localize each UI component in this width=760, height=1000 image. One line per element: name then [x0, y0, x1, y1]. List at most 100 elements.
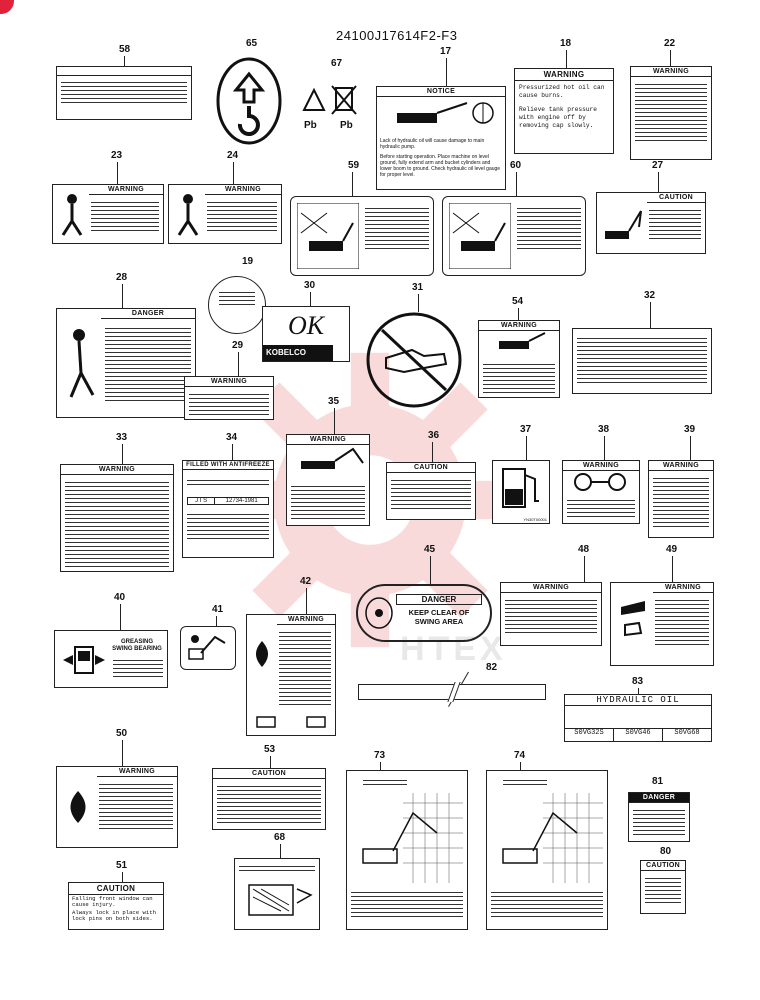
leader-line	[584, 556, 585, 582]
decal-19-round	[208, 276, 266, 334]
person-pictogram-icon	[61, 194, 83, 236]
leader-line	[658, 172, 659, 192]
danger-header: DANGER	[629, 793, 689, 803]
decal-part-code: YN30T00001	[523, 517, 547, 522]
callout-67: 67	[331, 58, 343, 69]
caution-header: CAUTION	[69, 883, 163, 895]
leader-line	[446, 58, 447, 86]
pb-label: Pb	[304, 120, 317, 131]
callout-38: 38	[598, 424, 610, 435]
decal-36-caution: CAUTION	[386, 462, 476, 520]
operation-pattern-icon	[297, 203, 359, 269]
decal-45-danger-swing: DANGER KEEP CLEAR OF SWING AREA	[356, 584, 492, 642]
recycle-icon	[302, 85, 357, 115]
leader-line	[430, 556, 431, 584]
callout-27: 27	[652, 160, 664, 171]
callout-83: 83	[632, 676, 644, 687]
callout-59: 59	[348, 160, 360, 171]
decal-24-warning: WARNING	[168, 184, 282, 244]
decal-80-caution: CAUTION	[640, 860, 686, 914]
greasing-title: GREASING SWING BEARING	[112, 639, 162, 652]
decal-37-fuel: YN30T00001	[492, 460, 550, 524]
callout-33: 33	[116, 432, 128, 443]
leader-line	[670, 50, 671, 66]
callout-74: 74	[514, 750, 526, 761]
notice-body-2: Before starting operation. Place machine…	[380, 154, 501, 178]
leader-line	[672, 556, 673, 582]
warning-header: WARNING	[479, 321, 559, 331]
leader-line	[310, 292, 311, 306]
hand-crush-icon	[621, 601, 645, 637]
decal-34-antifreeze: FILLED WITH ANTIFREEZE J I S 12734-1981	[182, 460, 274, 558]
leader-line	[352, 172, 353, 196]
decal-39-warning: WARNING	[648, 460, 714, 538]
warning-body: Pressurized hot oil can cause burns.	[519, 84, 605, 99]
leader-line	[690, 436, 691, 460]
decal-54-warning: WARNING	[478, 320, 560, 398]
oil-spec-table: J I S 12734-1981	[187, 497, 269, 505]
callout-81: 81	[652, 776, 664, 787]
decal-74-load-chart	[486, 770, 608, 930]
callout-23: 23	[111, 150, 123, 161]
callout-19: 19	[242, 256, 254, 267]
leader-line	[638, 688, 639, 694]
callout-65: 65	[246, 38, 258, 49]
callout-58: 58	[119, 44, 131, 55]
decal-60-operation-chart	[442, 196, 586, 276]
swing-area-icon	[365, 597, 393, 629]
warning-header: WARNING	[89, 185, 163, 195]
caution-header: CAUTION	[387, 463, 475, 473]
leader-line	[232, 444, 233, 460]
leader-line	[238, 352, 239, 376]
leader-line	[380, 762, 381, 770]
warning-header: WARNING	[649, 461, 713, 471]
callout-73: 73	[374, 750, 386, 761]
callout-42: 42	[300, 576, 312, 587]
leader-line	[117, 162, 118, 184]
callout-53: 53	[264, 744, 276, 755]
warning-body-2: Relieve tank pressure with engine off by…	[519, 106, 597, 129]
watermark-text: HTEX	[400, 630, 507, 668]
leader-line	[280, 844, 281, 858]
danger-header: DANGER	[396, 594, 482, 605]
leader-line	[122, 740, 123, 766]
callout-35: 35	[328, 396, 340, 407]
leader-line	[124, 56, 125, 66]
leader-line	[216, 616, 217, 626]
decal-22-warning: WARNING	[630, 66, 712, 160]
callout-34: 34	[226, 432, 238, 443]
notice-header: NOTICE	[377, 87, 505, 97]
caution-header: CAUTION	[641, 861, 685, 871]
warning-header: WARNING	[205, 185, 281, 195]
lifting-capacity-chart-icon	[502, 793, 603, 883]
warning-header: WARNING	[515, 69, 613, 81]
excavator-pictogram-icon	[301, 447, 364, 469]
decal-48-warning: WARNING	[500, 582, 602, 646]
callout-50: 50	[116, 728, 128, 739]
warning-header: WARNING	[61, 465, 173, 475]
callout-49: 49	[666, 544, 678, 555]
person-pictogram-icon	[177, 194, 199, 236]
leader-line	[120, 604, 121, 630]
pb-label: Pb	[340, 120, 353, 131]
callout-22: 22	[664, 38, 676, 49]
decal-29-warning: WARNING	[184, 376, 274, 420]
warning-header: WARNING	[653, 583, 713, 593]
leader-line	[122, 872, 123, 882]
warning-header: WARNING	[563, 461, 639, 471]
decal-49-warning: WARNING	[610, 582, 714, 666]
kobelco-logo: KOBELCO	[263, 345, 333, 361]
caution-body: Falling front window can cause injury.	[72, 895, 153, 909]
warning-header: WARNING	[97, 767, 177, 777]
callout-32: 32	[644, 290, 656, 301]
oil-grade: S0VG68	[674, 729, 700, 737]
callout-37: 37	[520, 424, 532, 435]
break-mark	[447, 682, 461, 702]
no-hand-prohibited-icon	[366, 312, 462, 408]
person-pictogram-icon	[69, 329, 95, 398]
grease-gun-icon	[63, 646, 105, 674]
leader-line	[418, 294, 419, 312]
decal-73-load-chart	[346, 770, 468, 930]
callout-39: 39	[684, 424, 696, 435]
